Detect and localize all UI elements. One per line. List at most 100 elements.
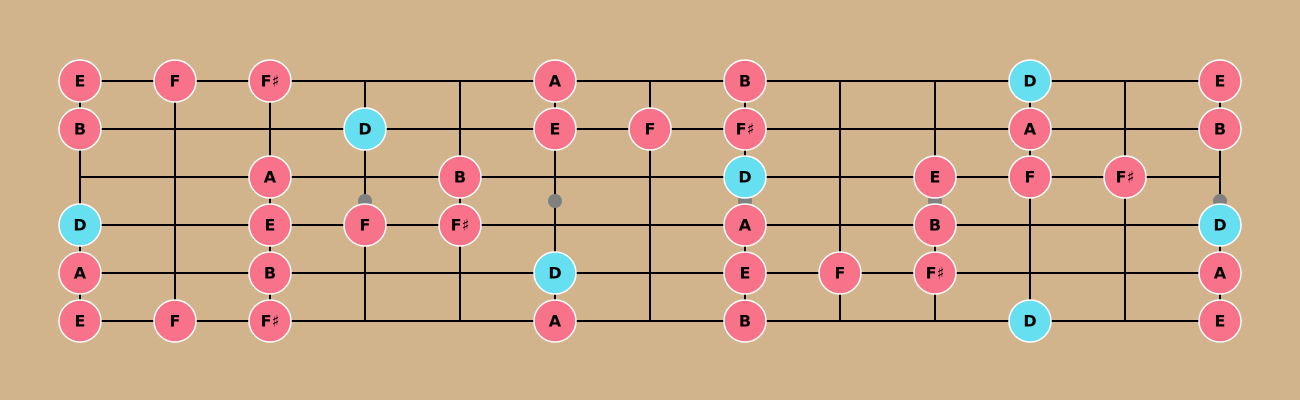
note-label: F♯ bbox=[926, 264, 945, 283]
note-label: F bbox=[1025, 168, 1036, 187]
note-label: D bbox=[358, 120, 371, 139]
scale-note-marker: A bbox=[533, 299, 577, 343]
note-circle bbox=[153, 299, 197, 343]
scale-note-marker: B bbox=[723, 299, 767, 343]
note-circle bbox=[723, 59, 767, 103]
scale-note-marker: F bbox=[628, 107, 672, 151]
scale-note-marker: A bbox=[723, 203, 767, 247]
note-label: D bbox=[73, 216, 86, 235]
note-circle bbox=[723, 299, 767, 343]
note-label: B bbox=[454, 168, 466, 187]
note-circle bbox=[1198, 107, 1242, 151]
note-circle bbox=[913, 251, 957, 295]
note-circle bbox=[248, 299, 292, 343]
note-label: B bbox=[1214, 120, 1226, 139]
note-label: E bbox=[1215, 72, 1226, 91]
note-circle bbox=[248, 251, 292, 295]
note-label: F♯ bbox=[736, 120, 755, 139]
note-circle bbox=[58, 107, 102, 151]
note-circle bbox=[438, 155, 482, 199]
note-circle bbox=[248, 59, 292, 103]
scale-note-marker: F bbox=[153, 59, 197, 103]
note-label: E bbox=[740, 264, 751, 283]
root-note-marker: D bbox=[1008, 299, 1052, 343]
note-label: E bbox=[930, 168, 941, 187]
note-label: A bbox=[1214, 264, 1227, 283]
note-circle bbox=[1198, 251, 1242, 295]
note-circle bbox=[1008, 59, 1052, 103]
note-label: E bbox=[1215, 312, 1226, 331]
note-circle bbox=[1103, 155, 1147, 199]
inlay-dot bbox=[548, 194, 562, 208]
note-circle bbox=[913, 155, 957, 199]
note-label: E bbox=[75, 72, 86, 91]
note-label: F♯ bbox=[1116, 168, 1135, 187]
note-label: B bbox=[739, 312, 751, 331]
scale-note-marker: F bbox=[1008, 155, 1052, 199]
scale-note-marker: E bbox=[58, 59, 102, 103]
scale-note-marker: B bbox=[1198, 107, 1242, 151]
note-circle bbox=[58, 299, 102, 343]
note-circle bbox=[58, 59, 102, 103]
note-circle bbox=[248, 203, 292, 247]
scale-note-marker: F♯ bbox=[1103, 155, 1147, 199]
note-label: A bbox=[1024, 120, 1037, 139]
note-circle bbox=[1198, 59, 1242, 103]
note-label: F♯ bbox=[261, 312, 280, 331]
scale-note-marker: A bbox=[1198, 251, 1242, 295]
note-circle bbox=[438, 203, 482, 247]
note-label: A bbox=[549, 312, 562, 331]
note-circle bbox=[58, 251, 102, 295]
note-circle bbox=[533, 59, 577, 103]
scale-note-marker: E bbox=[1198, 59, 1242, 103]
note-label: A bbox=[264, 168, 277, 187]
note-circle bbox=[153, 59, 197, 103]
note-circle bbox=[1198, 203, 1242, 247]
note-circle bbox=[723, 107, 767, 151]
scale-note-marker: F♯ bbox=[248, 299, 292, 343]
note-circle bbox=[533, 107, 577, 151]
note-circle bbox=[248, 155, 292, 199]
note-label: A bbox=[74, 264, 87, 283]
scale-note-marker: F bbox=[153, 299, 197, 343]
note-label: D bbox=[1213, 216, 1226, 235]
scale-note-marker: A bbox=[1008, 107, 1052, 151]
note-label: E bbox=[75, 312, 86, 331]
root-note-marker: D bbox=[533, 251, 577, 295]
scale-note-marker: E bbox=[913, 155, 957, 199]
note-circle bbox=[913, 203, 957, 247]
note-circle bbox=[723, 203, 767, 247]
scale-note-marker: F bbox=[818, 251, 862, 295]
scale-note-marker: F♯ bbox=[723, 107, 767, 151]
scale-note-marker: B bbox=[913, 203, 957, 247]
note-circle bbox=[343, 107, 387, 151]
root-note-marker: D bbox=[1008, 59, 1052, 103]
note-circle bbox=[1008, 299, 1052, 343]
note-label: F bbox=[360, 216, 371, 235]
note-circle bbox=[1008, 107, 1052, 151]
scale-note-marker: F♯ bbox=[248, 59, 292, 103]
note-label: F bbox=[170, 312, 181, 331]
scale-note-marker: A bbox=[533, 59, 577, 103]
scale-note-marker: E bbox=[533, 107, 577, 151]
note-label: D bbox=[738, 168, 751, 187]
scale-note-marker: A bbox=[248, 155, 292, 199]
note-label: B bbox=[264, 264, 276, 283]
note-label: F♯ bbox=[261, 72, 280, 91]
scale-note-marker: F bbox=[343, 203, 387, 247]
root-note-marker: D bbox=[723, 155, 767, 199]
note-label: F♯ bbox=[451, 216, 470, 235]
scale-note-marker: E bbox=[723, 251, 767, 295]
root-note-marker: D bbox=[58, 203, 102, 247]
note-label: D bbox=[1023, 312, 1036, 331]
note-label: F bbox=[645, 120, 656, 139]
note-label: E bbox=[265, 216, 276, 235]
scale-note-marker: B bbox=[58, 107, 102, 151]
note-label: B bbox=[929, 216, 941, 235]
note-circle bbox=[343, 203, 387, 247]
scale-note-marker: A bbox=[58, 251, 102, 295]
note-circle bbox=[533, 299, 577, 343]
scale-note-marker: F♯ bbox=[913, 251, 957, 295]
note-circle bbox=[58, 203, 102, 247]
